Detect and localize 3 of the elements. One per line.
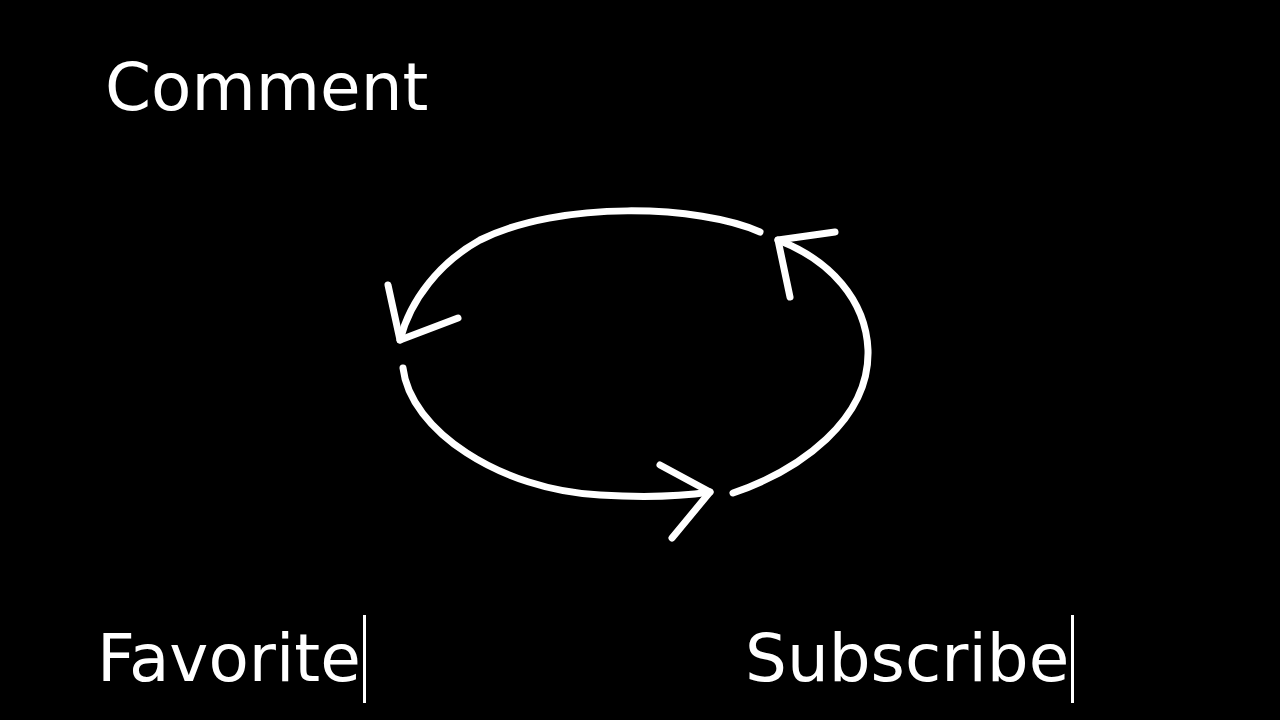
heading-text: Favorite [97, 626, 361, 692]
heading-text: Comment [105, 55, 429, 121]
heading-text: Subscribe [745, 626, 1070, 692]
